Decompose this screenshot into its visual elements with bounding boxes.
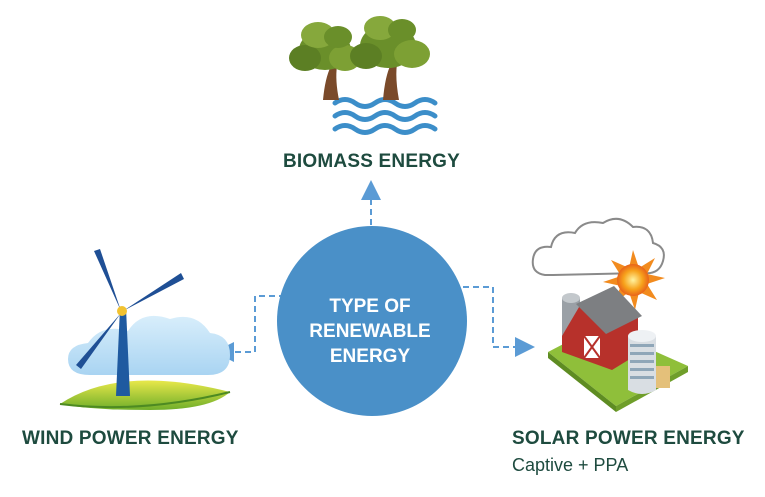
center-title: TYPE OF RENEWABLE ENERGY	[280, 294, 460, 369]
solar-power-sublabel: Captive + PPA	[512, 455, 629, 475]
trees-water-icon	[289, 16, 438, 135]
connector-solar	[463, 286, 535, 357]
solar-power-energy-label: SOLAR POWER ENERGY	[512, 428, 745, 449]
center-title-line-3: ENERGY	[329, 346, 411, 367]
center-title-line-1: TYPE OF	[329, 296, 411, 317]
connector-wind	[214, 295, 285, 362]
biomass-energy-label: BIOMASS ENERGY	[283, 151, 460, 172]
farm-sun-building-icon	[531, 217, 688, 412]
wind-turbine-icon	[59, 249, 231, 410]
wind-power-energy-label: WIND POWER ENERGY	[22, 428, 239, 449]
center-title-line-2: RENEWABLE	[309, 321, 431, 342]
center-circle	[277, 226, 467, 416]
